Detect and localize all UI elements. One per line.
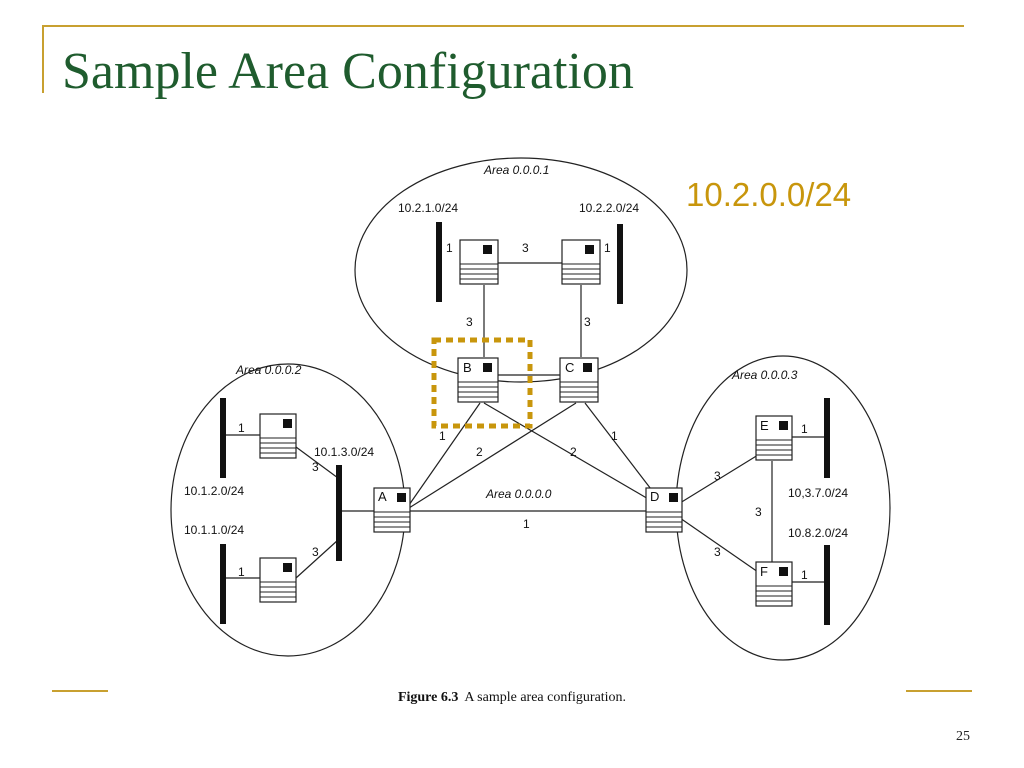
router-f-icon [755,561,793,607]
cost-label: 1 [801,422,808,436]
figure-number: Figure 6.3 [397,690,459,705]
area-ellipse-2 [170,363,406,657]
link-r4-bus [295,539,339,579]
cost-label: 3 [522,241,529,255]
router-label: C [565,360,574,375]
link-d-e [679,454,759,504]
router-label: E [760,418,769,433]
network-label: 10.1.2.0/24 [184,484,244,498]
cost-label: 3 [755,505,762,519]
area-label: Area 0.0.0.1 [483,163,549,177]
figure-caption-text: A sample area configuration. [464,690,627,705]
cost-label: 1 [801,568,808,582]
left-frame-line [42,25,44,93]
router-icon [561,239,601,285]
figure-caption: Figure 6.3 A sample area configuration. [0,690,1024,706]
area-ellipse-3 [675,355,891,661]
area-label: Area 0.0.0.3 [731,368,798,382]
cost-label: 3 [466,315,473,329]
cost-label: 1 [238,421,245,435]
link-r3-bus [295,446,339,479]
links [224,262,824,583]
link-a-c [408,402,577,509]
network-label: 10.1.3.0/24 [314,445,374,459]
network-bar-10-2-2 [617,224,623,304]
cost-label: 1 [611,429,618,443]
page-number: 25 [956,729,970,744]
link-b-d [483,402,651,501]
cost-label: 1 [446,241,453,255]
network-label: 10.2.2.0/24 [579,201,639,215]
router-label: A [378,489,387,504]
cost-label: 3 [714,545,721,559]
network-bar-10-2-1 [436,222,442,302]
cost-label: 1 [439,429,446,443]
router-a-icon [373,487,411,533]
link-d-f [679,517,759,573]
link-c-d [584,402,655,494]
cost-label: 3 [312,545,319,559]
router-label: D [650,489,659,504]
cost-label: 3 [714,469,721,483]
network-bars [220,222,830,625]
cost-label: 2 [570,445,577,459]
area-label: Area 0.0.0.2 [235,363,302,377]
footer-line-left [52,690,108,692]
cost-label: 1 [523,517,530,531]
slide-title: Sample Area Configuration [62,43,634,100]
router-icon [259,557,297,603]
link-a-b [408,402,481,506]
highlight-annotation: 10.2.0.0/24 [686,176,852,213]
network-label: 10.1.1.0/24 [184,523,244,537]
network-bar-10-3-7 [824,398,830,478]
cost-label: 1 [238,565,245,579]
router-d-icon [645,487,683,533]
highlight-box [431,337,533,429]
router-b-icon [457,357,499,403]
top-frame-line [42,25,964,27]
network-bar-10-1-3 [336,465,342,561]
footer-line-right [906,690,972,692]
area-label: Area 0.0.0.0 [485,487,552,501]
network-label: 10,3.7.0/24 [788,486,848,500]
cost-label: 2 [476,445,483,459]
router-label: B [463,360,472,375]
network-bar-10-1-2 [220,398,226,478]
cost-label: 3 [312,460,319,474]
router-icon [459,239,499,285]
cost-label: 3 [584,315,591,329]
network-label: 10.8.2.0/24 [788,526,848,540]
network-label: 10.2.1.0/24 [398,201,458,215]
cost-label: 1 [604,241,611,255]
router-c-icon [559,357,599,403]
area-ellipse-1 [354,157,688,383]
router-icon [259,413,297,459]
router-e-icon [755,415,793,461]
network-bar-10-8-2 [824,545,830,625]
network-bar-10-1-1 [220,544,226,624]
router-label: F [760,564,768,579]
